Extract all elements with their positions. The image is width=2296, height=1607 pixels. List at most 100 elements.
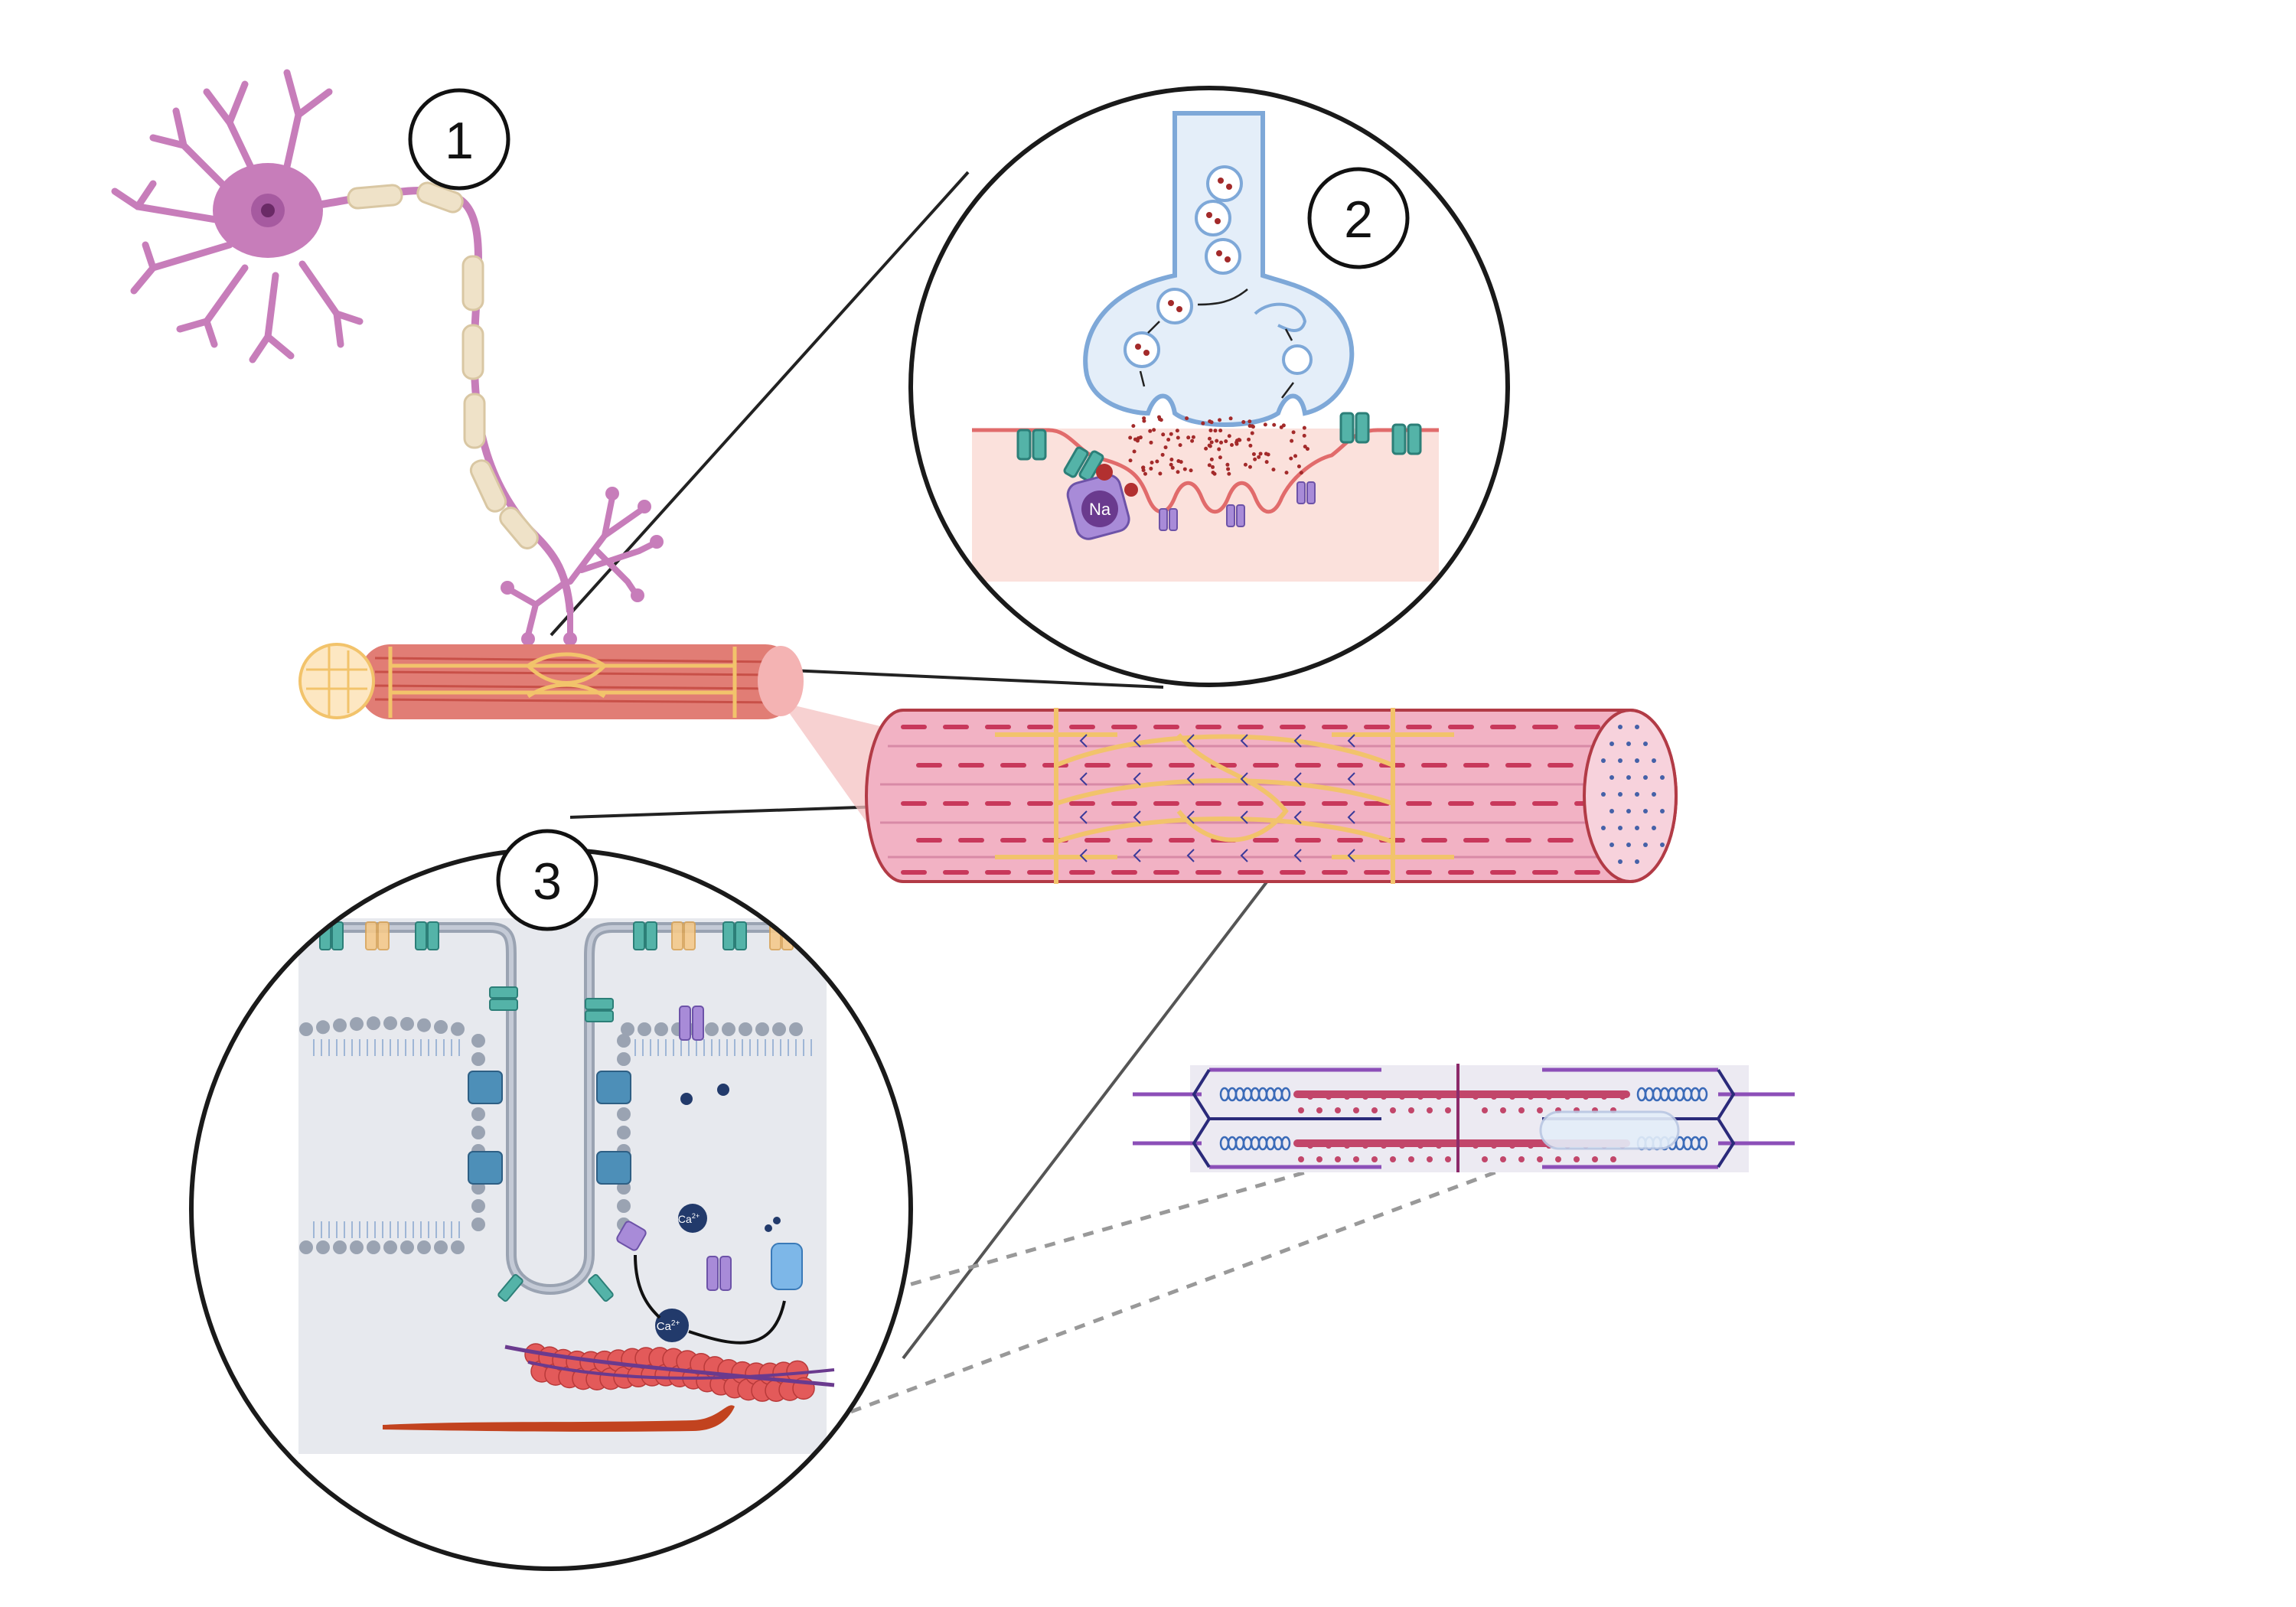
myosin-head	[1436, 1094, 1442, 1100]
z-disc-mark	[1347, 734, 1355, 748]
acetylcholine-dot	[1227, 471, 1231, 476]
myosin-head	[1619, 1094, 1626, 1100]
myosin-head	[1473, 1094, 1479, 1100]
myosin-head	[1427, 1107, 1433, 1113]
acetylcholine-dot	[1169, 457, 1174, 461]
myofibril-dot	[1609, 742, 1614, 746]
myosin-head	[1610, 1156, 1616, 1162]
acetylcholine-dot	[1208, 428, 1213, 432]
myofibril-dot	[1652, 792, 1656, 797]
acetylcholine-dot	[1215, 438, 1219, 443]
myosin-head	[1335, 1156, 1341, 1162]
acetylcholine-dot	[1142, 416, 1146, 421]
myosin-head	[1574, 1156, 1580, 1162]
acetylcholine-dot	[1213, 429, 1218, 433]
sr-membrane-bead	[471, 1217, 485, 1231]
sarcomere-icon	[1133, 1064, 1795, 1172]
myosin-head	[1381, 1094, 1387, 1100]
myofibril-dot	[1660, 843, 1665, 847]
acetylcholine-dot	[1133, 437, 1137, 442]
myofibril-dot	[1618, 792, 1623, 797]
motor-neuron-icon	[111, 69, 664, 646]
acetylcholine-dot	[1234, 442, 1239, 446]
myosin-head	[1473, 1143, 1479, 1149]
acetylcholine-dot	[1291, 430, 1296, 435]
muscle-fiber-icon	[298, 643, 804, 719]
myosin-head	[1436, 1143, 1442, 1149]
acetylcholine-dot	[1258, 451, 1263, 456]
myofibril-dot	[1601, 758, 1606, 763]
myofibril-dot	[1618, 725, 1623, 729]
sodium-label: Na	[1089, 500, 1111, 519]
sr-membrane-bead	[471, 1052, 485, 1066]
step-marker-2: 2	[1307, 167, 1410, 269]
z-disc-mark	[1079, 772, 1088, 786]
sr-membrane-bead	[333, 1240, 347, 1254]
myofibril-dot	[1635, 758, 1639, 763]
myosin-head	[1362, 1094, 1368, 1100]
myosin-head	[1555, 1156, 1561, 1162]
acetylcholine-dot	[1175, 429, 1179, 433]
step-3-label: 3	[533, 852, 562, 911]
acetylcholine-dot	[1201, 421, 1205, 425]
step-2-label: 2	[1344, 191, 1373, 249]
acetylcholine-dot	[1227, 434, 1231, 438]
myofibril-dot	[1609, 775, 1614, 780]
myofibril-dot	[1626, 742, 1631, 746]
sr-membrane-bead	[617, 1034, 631, 1048]
acetylcholine-dot	[1251, 425, 1255, 429]
sr-membrane-bead	[722, 1022, 735, 1036]
acetylcholine-dot	[1247, 437, 1251, 442]
myosin-head	[1390, 1156, 1396, 1162]
acetylcholine-dot	[1219, 440, 1224, 445]
acetylcholine-dot	[1191, 435, 1195, 439]
acetylcholine-dot	[1128, 458, 1133, 463]
acetylcholine-dot	[1228, 416, 1233, 421]
acetylcholine-dot	[1209, 457, 1214, 461]
acetylcholine-dot	[1207, 436, 1212, 441]
acetylcholine-dot	[1218, 455, 1222, 460]
myosin-head	[1344, 1094, 1350, 1100]
sr-membrane-bead	[434, 1020, 448, 1035]
myosin-head	[1307, 1143, 1313, 1149]
acetylcholine-dot	[1299, 471, 1303, 475]
acetylcholine-dot	[1293, 454, 1298, 458]
svg-text:Ca2+: Ca2+	[657, 1319, 680, 1333]
acetylcholine-dot	[1247, 464, 1252, 469]
myofibril-dot	[1626, 775, 1631, 780]
acetylcholine-dot	[1163, 445, 1168, 450]
myosin-head	[1491, 1143, 1497, 1149]
sr-membrane-bead	[417, 1240, 431, 1254]
sr-membrane-bead	[383, 1240, 397, 1254]
sr-membrane-bead	[739, 1022, 752, 1036]
svg-text:Ca2+: Ca2+	[678, 1212, 700, 1225]
z-disc-mark	[1079, 849, 1088, 862]
acetylcholine-dot	[1303, 445, 1307, 449]
thick-filament-icon	[383, 1405, 735, 1432]
thick-filament	[1293, 1090, 1630, 1098]
acetylcholine-dot	[1248, 443, 1253, 448]
sr-membrane-bead	[367, 1240, 380, 1254]
z-disc-mark	[1347, 849, 1355, 862]
sr-membrane-bead	[451, 1240, 465, 1254]
acetylcholine-dot	[1182, 467, 1187, 471]
t-tubule-triad-icon: Ca2+ Ca2+	[189, 847, 913, 1571]
myosin-head	[1445, 1107, 1451, 1113]
acetylcholine-dot	[1279, 425, 1283, 429]
acetylcholine-dot	[1152, 428, 1156, 432]
z-disc-mark	[1133, 810, 1141, 824]
titin-coil	[1698, 1136, 1708, 1151]
sr-membrane-bead	[654, 1022, 668, 1036]
acetylcholine-dot	[1247, 419, 1252, 424]
myosin-head	[1399, 1094, 1405, 1100]
acetylcholine-dot	[1143, 471, 1147, 476]
z-disc-mark	[1186, 849, 1195, 862]
acetylcholine-dot	[1225, 462, 1230, 467]
titin-coil	[1698, 1087, 1708, 1102]
sr-membrane-bead	[299, 1022, 313, 1036]
acetylcholine-dot	[1290, 438, 1294, 443]
acetylcholine-dot	[1141, 465, 1146, 470]
acetylcholine-dot	[1226, 467, 1231, 471]
z-disc-mark	[1079, 810, 1088, 824]
myosin-head	[1500, 1107, 1506, 1113]
